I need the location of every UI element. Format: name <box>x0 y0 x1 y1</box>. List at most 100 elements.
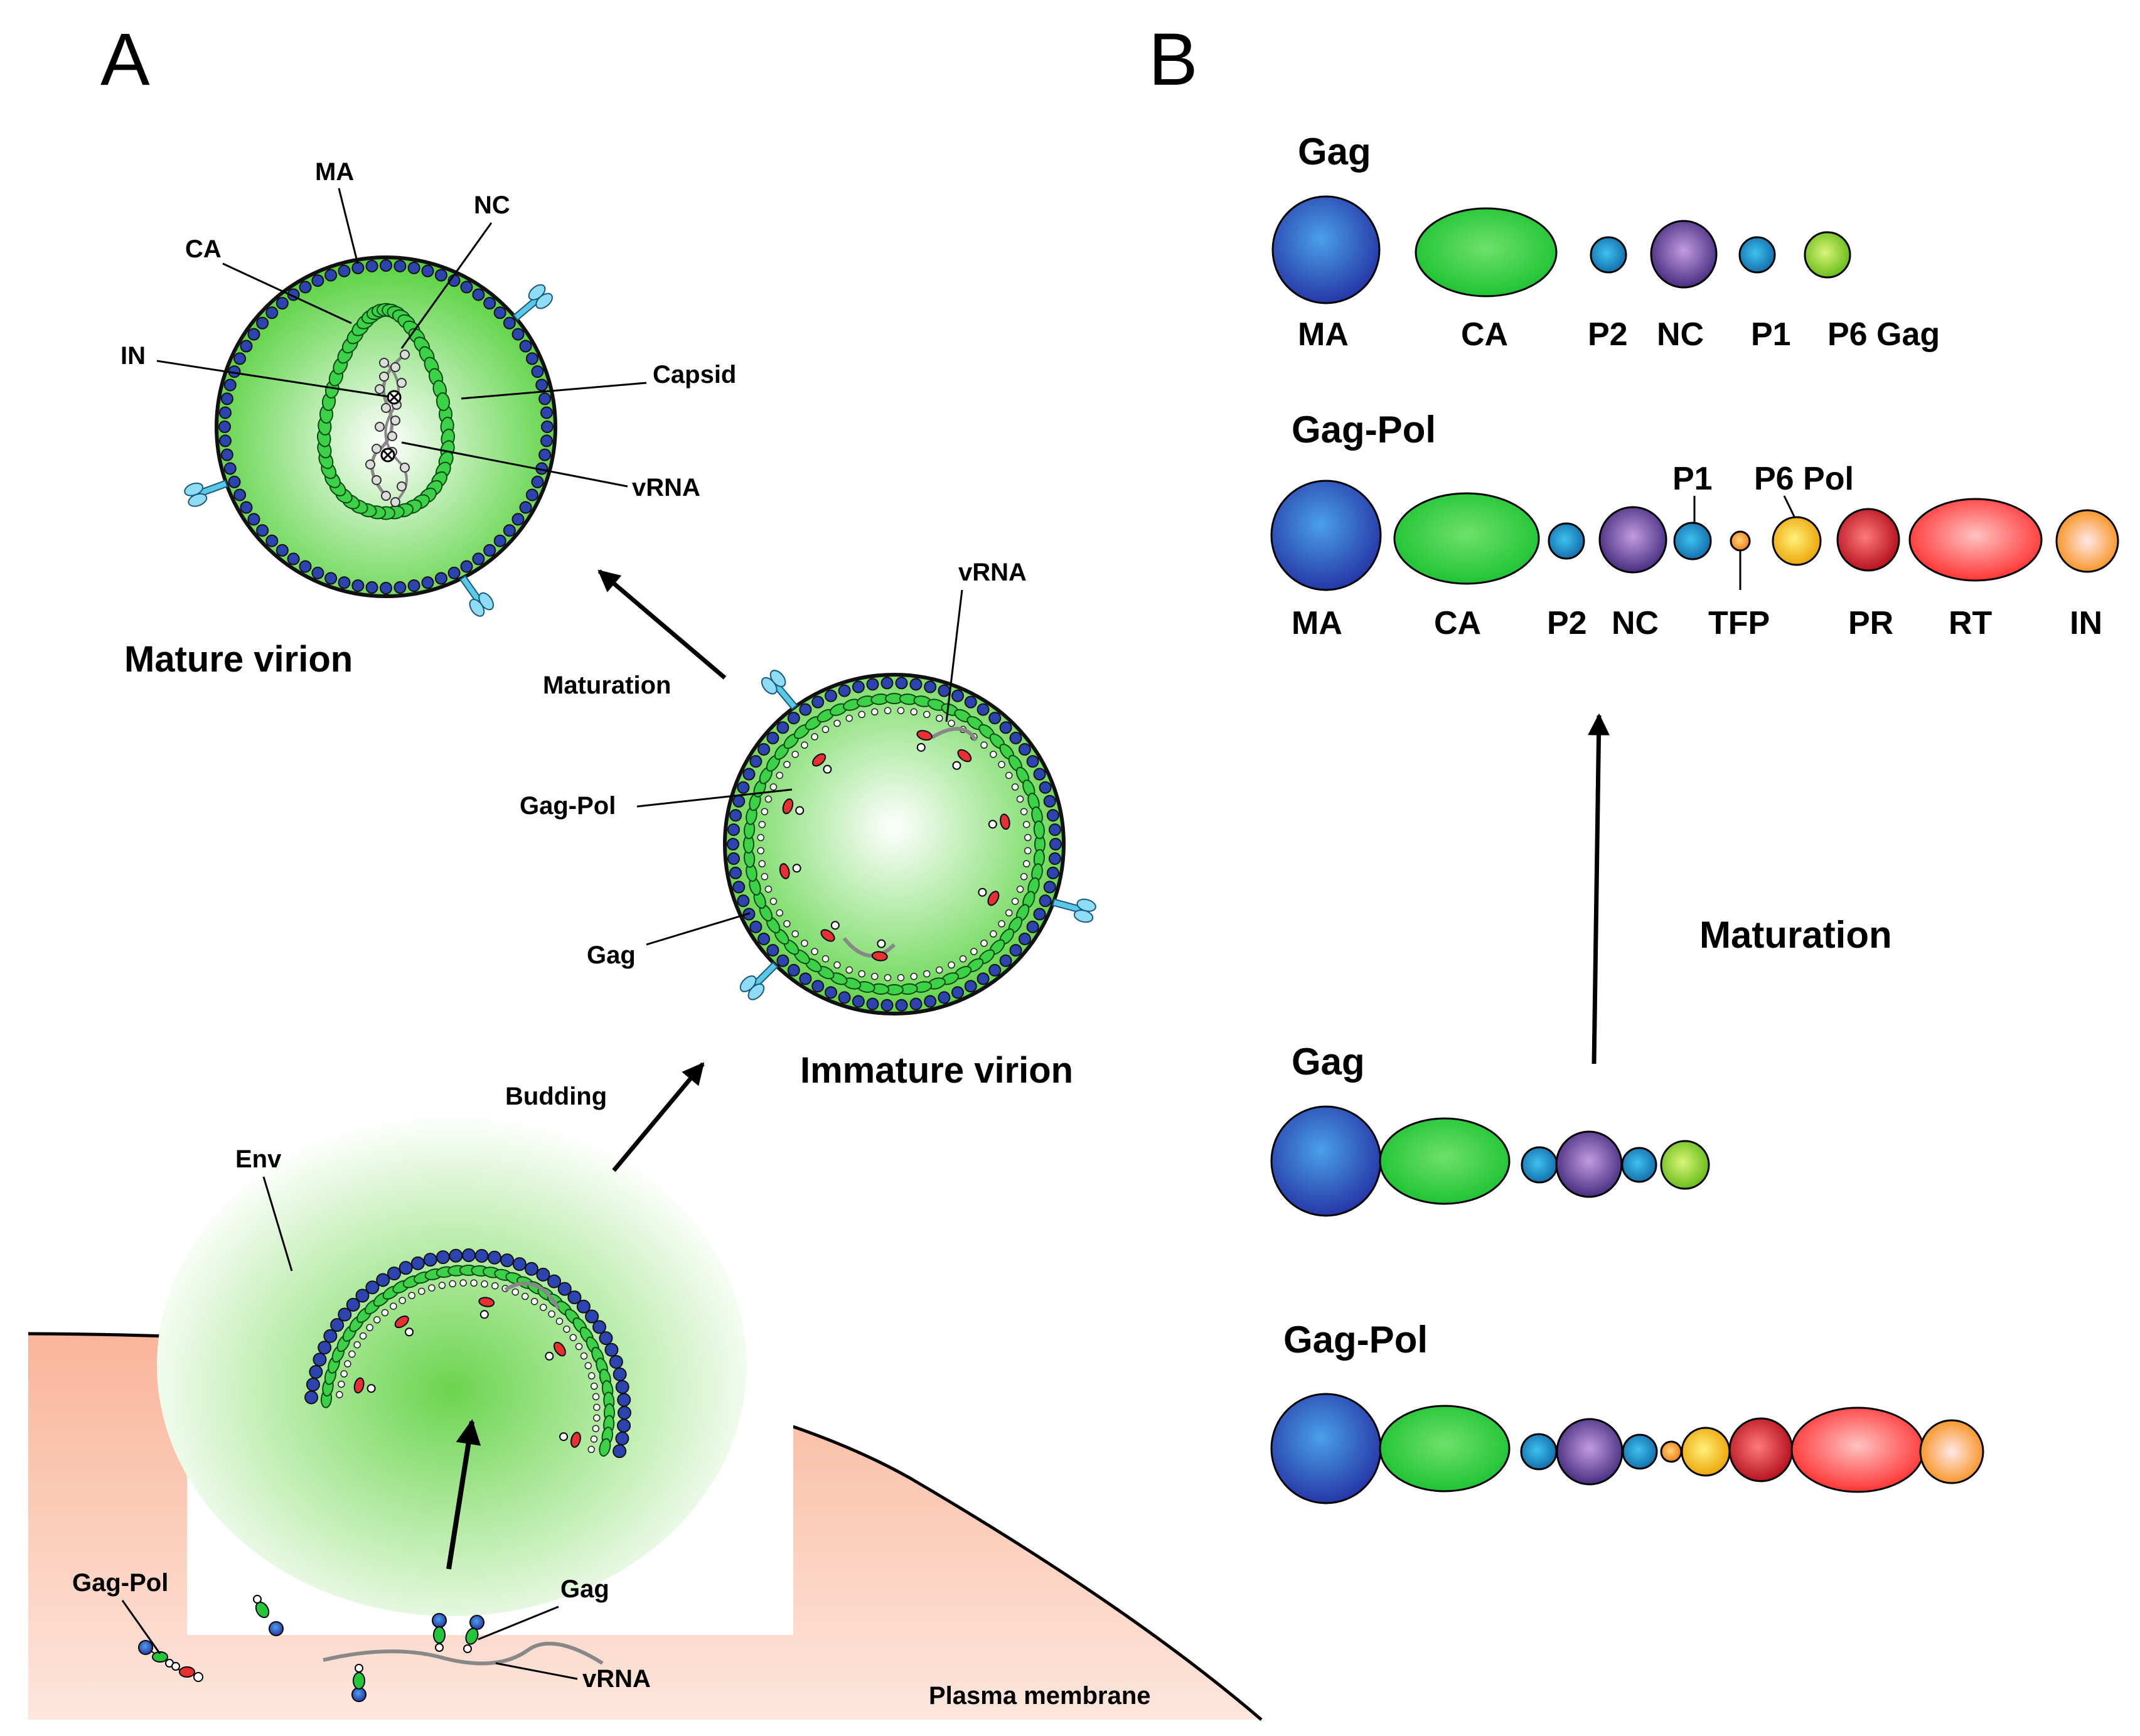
budding-arrow <box>612 1062 705 1172</box>
gagpol-bottom-polyprotein <box>1270 1393 1984 1504</box>
gagpol-top-p6pol <box>1772 516 1822 566</box>
mature-nc-label: NC <box>474 191 510 219</box>
gagpol-bottom-p6pol <box>1681 1427 1731 1477</box>
mature-vrna-label: vRNA <box>632 474 700 501</box>
mature-ma-label: MA <box>315 158 354 186</box>
panel-letter-b: B <box>1148 18 1198 101</box>
gagpol-bottom-p1 <box>1622 1433 1658 1470</box>
mature-ma-leader <box>338 188 359 264</box>
immature-gag-leader <box>646 912 751 946</box>
gagpol-bottom-title: Gag-Pol <box>1283 1319 1428 1361</box>
membrane-gagpol-label: Gag-Pol <box>72 1569 168 1597</box>
mature-ca-label: CA <box>185 235 222 263</box>
immature-vrna-label: vRNA <box>958 559 1027 586</box>
membrane-vrna-label: vRNA <box>582 1665 651 1693</box>
immature-virion <box>723 673 1066 1015</box>
gagpol-bottom-nc <box>1556 1418 1624 1486</box>
gag-bottom-ma <box>1270 1105 1382 1217</box>
gag-top-label-nc: NC <box>1657 316 1704 353</box>
mature-capsid <box>316 303 456 520</box>
immature-vrna-leader <box>945 589 963 722</box>
membrane-gag-label: Gag <box>560 1575 609 1603</box>
gagpol-bottom-ca <box>1379 1405 1511 1492</box>
plasma-membrane-label: Plasma membrane <box>929 1682 1151 1710</box>
mature-nc-leader <box>400 222 493 349</box>
mature-in-leader <box>156 360 390 398</box>
gag-top-title: Gag <box>1298 131 1371 173</box>
membrane-gagpol-leader <box>121 1600 161 1654</box>
gagpol-top-label-ca: CA <box>1434 605 1481 641</box>
gagpol-top-in <box>2055 509 2119 573</box>
gagpol-top-title: Gag-Pol <box>1292 409 1436 451</box>
gag-top-nc <box>1650 220 1718 289</box>
gag-top-label-ma: MA <box>1298 316 1349 353</box>
gagpol-bottom-p2 <box>1520 1433 1558 1471</box>
gagpol-top-ma <box>1270 480 1382 591</box>
mature-ca-leader <box>222 262 352 324</box>
maturation-label-b: Maturation <box>1699 914 1892 956</box>
gagpol-top-p2 <box>1548 522 1585 560</box>
immature-virion-title: Immature virion <box>800 1050 1073 1091</box>
budding-shell <box>304 1248 631 1459</box>
mature-env-spikes <box>184 284 553 617</box>
gagpol-top-p1 <box>1673 522 1712 560</box>
immature-env-spikes <box>739 670 1096 1000</box>
budding-label: Budding <box>505 1083 607 1110</box>
mature-in-label: IN <box>120 342 146 370</box>
gagpol-top-label-rt: RT <box>1949 605 1993 641</box>
env-label: Env <box>235 1145 282 1173</box>
gagpol-top-pr <box>1836 508 1900 572</box>
gag-top-label-p6gag: P6 Gag <box>1827 316 1940 353</box>
gag-bottom-ca <box>1379 1117 1511 1205</box>
gagpol-bottom-tfp <box>1660 1440 1683 1463</box>
gagpol-top-tfp <box>1730 530 1751 552</box>
mature-vrna-beads <box>365 350 410 507</box>
gagpol-top-label-tfp: TFP <box>1708 605 1770 641</box>
gagpol-top-label-ma: MA <box>1292 605 1342 641</box>
gag-top-label-p1: P1 <box>1751 316 1791 353</box>
gag-bottom-title: Gag <box>1292 1041 1365 1083</box>
immature-gagpol-label: Gag-Pol <box>520 792 616 820</box>
budding-glow <box>157 1114 747 1616</box>
gagpol-top-p6pol-leader <box>1783 495 1796 518</box>
gag-bottom-polyprotein <box>1270 1105 1710 1217</box>
assembly-arrow <box>446 1419 481 1570</box>
gag-bottom-p6gag <box>1660 1140 1710 1190</box>
gagpol-bottom-ma <box>1270 1393 1382 1504</box>
gagpol-top-ca <box>1393 492 1540 585</box>
gag-bottom-p2 <box>1521 1146 1558 1184</box>
gagpol-top-rt <box>1908 498 2043 582</box>
gag-top-p6gag <box>1804 231 1851 279</box>
mature-ma-shell <box>218 259 554 594</box>
immature-gag-label: Gag <box>587 941 636 969</box>
gagpol-top-proteins <box>1270 480 2119 591</box>
gagpol-top-label-p2: P2 <box>1547 605 1587 641</box>
mature-virion-title: Mature virion <box>124 639 353 680</box>
membrane-vrna-leader <box>495 1662 578 1680</box>
mature-vrna-leader <box>401 441 628 488</box>
membrane-proteins <box>138 1595 604 1702</box>
gag-top-label-p2: P2 <box>1588 316 1628 353</box>
mature-integrase <box>380 390 402 463</box>
mature-capsid-leader <box>461 382 647 400</box>
gag-top-proteins <box>1271 195 1851 304</box>
gag-bottom-p1 <box>1621 1147 1657 1183</box>
gagpol-top-label-pr: PR <box>1848 605 1893 641</box>
gagpol-top-label-in: IN <box>2070 605 2102 641</box>
gag-top-ca <box>1415 207 1558 297</box>
membrane-gag-leader <box>478 1605 559 1641</box>
gag-top-ma <box>1271 195 1381 304</box>
gag-bottom-nc <box>1555 1130 1623 1198</box>
gagpol-top-label-p6pol: P6 Pol <box>1754 461 1854 497</box>
env-leader <box>262 1176 293 1272</box>
gag-top-p2 <box>1590 236 1627 274</box>
gagpol-bottom-pr <box>1728 1417 1794 1482</box>
maturation-label-a: Maturation <box>543 672 671 699</box>
gagpol-top-nc <box>1598 506 1667 574</box>
immature-gagpol-leader <box>636 788 793 808</box>
immature-shell <box>727 677 1062 1012</box>
mature-capsid-label: Capsid <box>653 361 736 388</box>
gag-top-label-ca: CA <box>1461 316 1508 353</box>
maturation-arrow-a <box>597 569 727 680</box>
